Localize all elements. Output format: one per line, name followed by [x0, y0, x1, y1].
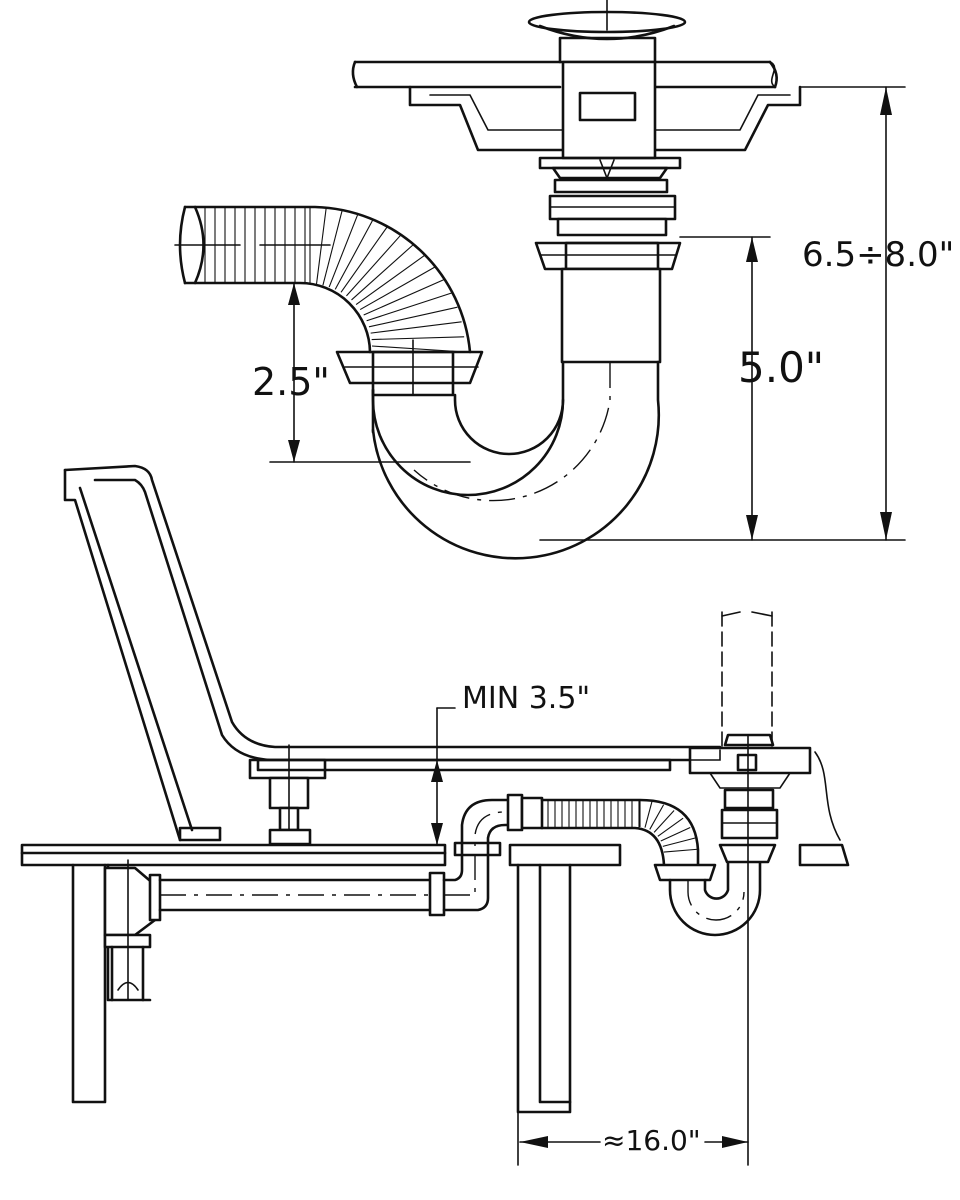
flex-hose [540, 798, 700, 867]
j-bend-trap [371, 360, 661, 560]
trap-detail: 2.5" 5.0" 6.5÷8.0" [174, 0, 954, 560]
tailpiece [560, 267, 662, 364]
bottom-trap [653, 843, 777, 937]
installation-detail: MIN 3.5" ≈16.0" [20, 464, 850, 1166]
left-drain-fitting [103, 859, 432, 1002]
crossover-pipe [428, 793, 544, 917]
hose-ribs [547, 800, 698, 853]
trap-inlet-nut [335, 339, 484, 397]
label-overall-height: 6.5÷8.0" [802, 235, 954, 275]
pop-up-cap [527, 0, 687, 64]
label-outlet-drop: 2.5" [252, 360, 330, 404]
slip-nut [534, 241, 682, 271]
sink-underside [408, 85, 802, 152]
deck-platform [20, 841, 622, 867]
dim-2-5 [269, 282, 471, 463]
dim-16-0 [517, 1111, 749, 1166]
dim-6-5-8-0 [799, 86, 906, 541]
dim-5-0 [539, 236, 906, 541]
label-trap-height: 5.0" [738, 343, 824, 392]
drain-body [538, 60, 682, 237]
label-horizontal-run: ≈16.0" [602, 1124, 701, 1157]
countertop-slab [351, 60, 778, 89]
flex-elbow [174, 205, 472, 354]
chair-back [63, 464, 722, 842]
right-drain [685, 611, 850, 1166]
dim-min-3-5 [431, 707, 456, 846]
label-min-clearance: MIN 3.5" [462, 681, 590, 716]
corrugation-ribs [204, 207, 466, 353]
